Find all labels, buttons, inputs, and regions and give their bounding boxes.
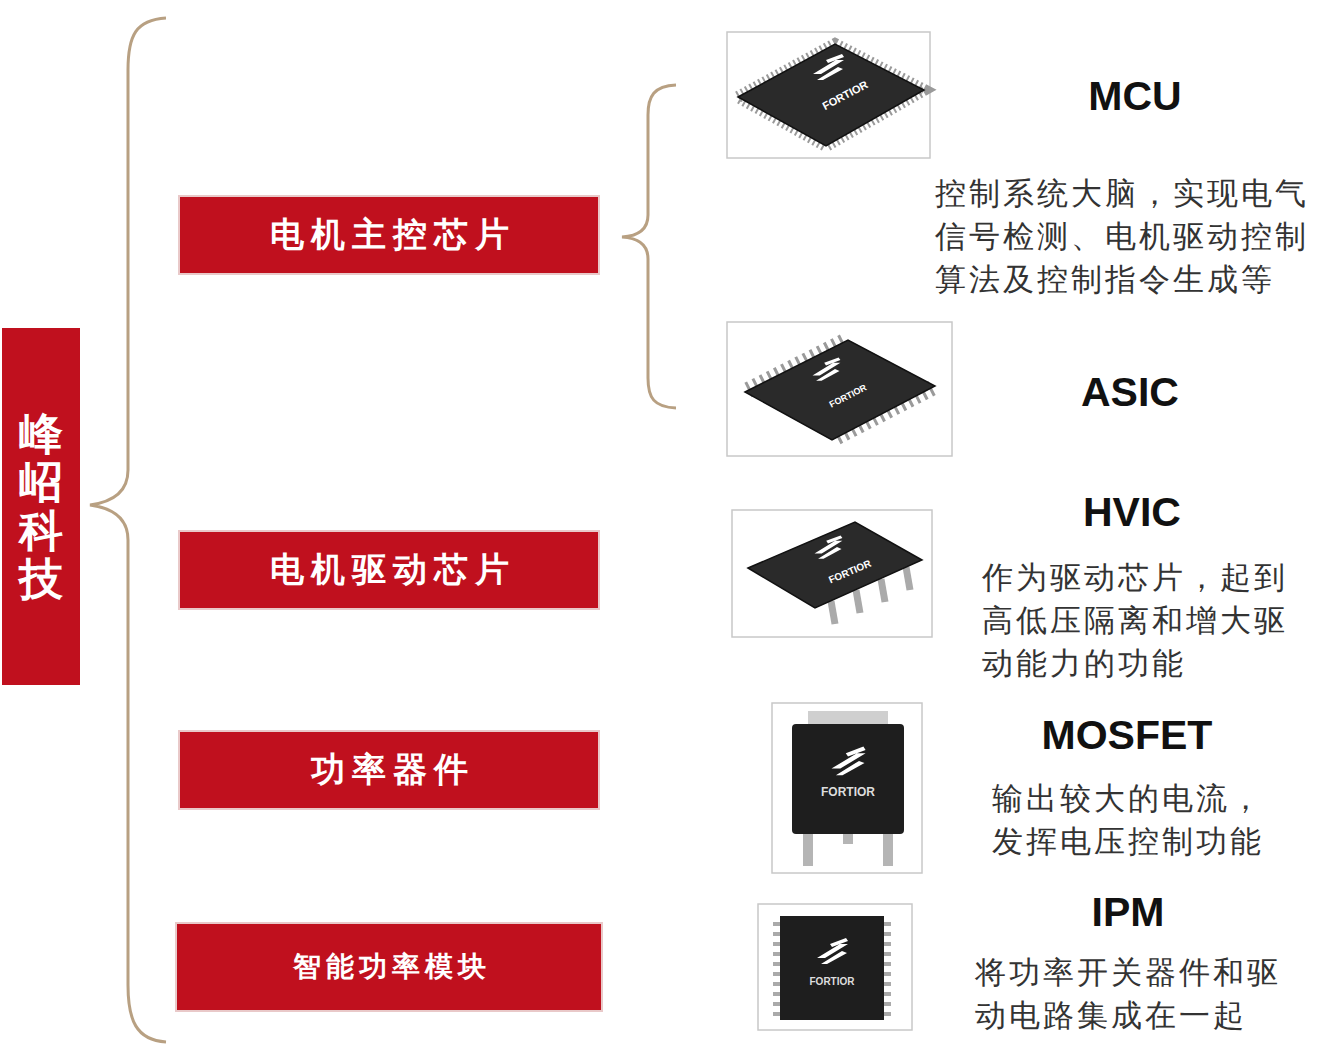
chip-leg: [881, 579, 885, 602]
product-name: HVIC: [1027, 488, 1237, 536]
company-name: 峰岹科技: [19, 410, 63, 604]
chip-leg: [883, 832, 893, 866]
product-description: 输出较大的电流， 发挥电压控制功能: [992, 777, 1287, 863]
chip-logo: [813, 54, 844, 80]
product-name: MOSFET: [1012, 711, 1242, 759]
chip-brand: FORTIOR: [792, 974, 872, 990]
sub-brace: [622, 85, 676, 408]
chip-leg: [906, 567, 910, 590]
category-label: 电机驱动芯片: [263, 547, 516, 593]
chip-pins: [738, 44, 924, 146]
category-box: 功率器件: [178, 730, 600, 810]
chip-logo: [817, 938, 848, 964]
chip-brand: FORTIOR: [808, 784, 888, 800]
chip-leg: [831, 601, 835, 624]
chip-body: [748, 522, 922, 608]
main-brace: [90, 18, 166, 1042]
category-label: 智能功率模块: [288, 948, 491, 986]
chip-photo-frame: [727, 32, 930, 158]
chip-leg: [856, 590, 860, 613]
chip-body: [745, 340, 935, 440]
chip-logo: [813, 357, 841, 380]
chip-photo-frame: [732, 510, 932, 637]
chip-pins: [883, 922, 891, 1016]
category-box: 电机驱动芯片: [178, 530, 600, 610]
product-description: 控制系统大脑，实现电气 信号检测、电机驱动控制 算法及控制指令生成等: [935, 172, 1325, 301]
product-name: ASIC: [1025, 368, 1235, 416]
category-label: 电机主控芯片: [263, 212, 516, 258]
product-name: MCU: [1030, 72, 1240, 120]
chip-logo: [815, 535, 843, 558]
product-name: IPM: [1023, 888, 1233, 936]
chip-photo-frame: [772, 703, 922, 873]
chip-photo-frame: [727, 322, 952, 456]
product-description: 将功率开关器件和驱 动电路集成在一起: [975, 951, 1305, 1037]
chip-logo: [832, 747, 866, 776]
product-description: 作为驱动芯片，起到 高低压隔离和增大驱 动能力的功能: [982, 556, 1312, 685]
chip-body: [738, 44, 924, 146]
category-box: 电机主控芯片: [178, 195, 600, 275]
chip-leg: [803, 832, 813, 866]
category-box: 智能功率模块: [175, 922, 603, 1012]
chip-body: [792, 724, 904, 834]
chip-body: [780, 916, 884, 1020]
company-box: 峰岹科技: [2, 328, 80, 685]
chip-pins: [773, 922, 781, 1016]
chip-photo-frame: [758, 904, 912, 1030]
category-label: 功率器件: [304, 747, 475, 793]
